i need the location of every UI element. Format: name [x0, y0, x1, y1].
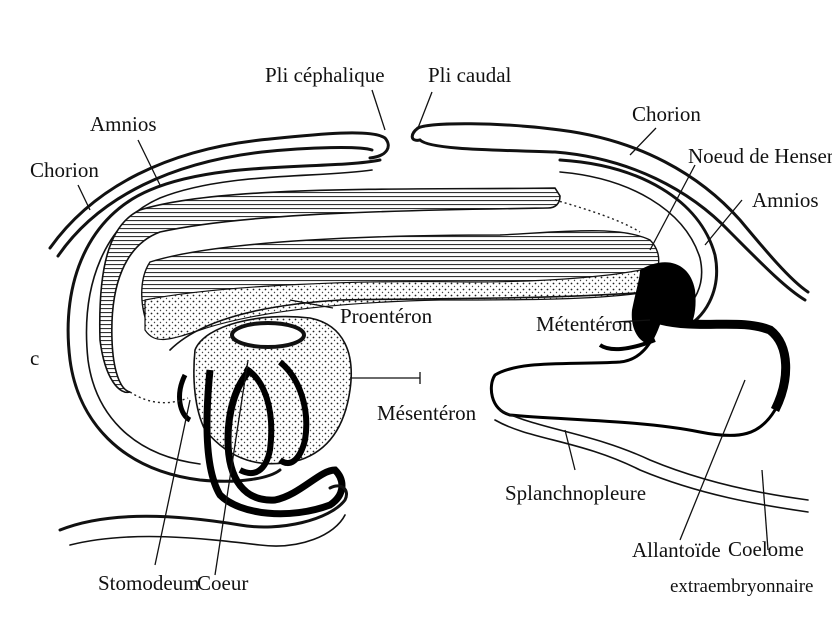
label-amnios-left: Amnios [90, 112, 157, 136]
label-allantoide: Allantoïde [632, 538, 721, 562]
label-noeud-hensen: Noeud de Hensen [688, 144, 832, 168]
label-pli-cephalique: Pli céphalique [265, 63, 385, 87]
label-chorion-left: Chorion [30, 158, 99, 182]
label-proenteron: Proentéron [340, 304, 433, 328]
heart-region [180, 317, 352, 514]
label-coeur: Coeur [197, 571, 248, 595]
label-mesenteron: Mésentéron [377, 401, 477, 425]
label-pli-caudal: Pli caudal [428, 63, 512, 87]
label-splanchnopleure: Splanchnopleure [505, 481, 646, 505]
label-extraembryonnaire: extraembryonnaire [670, 576, 813, 597]
label-figure-letter: c [30, 346, 39, 370]
label-metenteron: Métentéron [536, 312, 633, 336]
label-coelome: Coelome [728, 537, 804, 561]
label-amnios-right: Amnios [752, 188, 819, 212]
ventral-body-wall [60, 486, 347, 530]
label-chorion-right: Chorion [632, 102, 701, 126]
label-stomodeum: Stomodeum [98, 571, 200, 595]
